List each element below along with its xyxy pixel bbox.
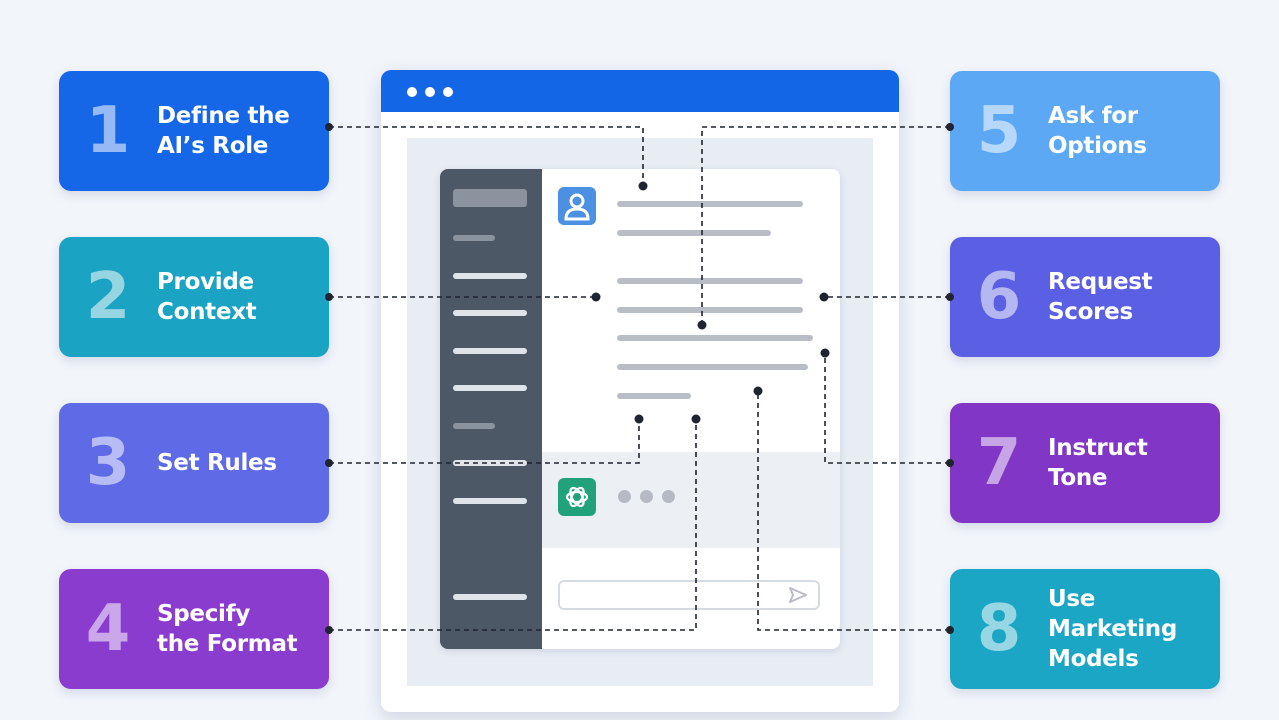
window-dot-icon [425, 87, 435, 97]
step-card-2: 2 Provide Context [59, 237, 329, 357]
connector-dot [819, 292, 829, 302]
step-label: Set Rules [157, 450, 277, 476]
connector-dot [638, 181, 648, 191]
chat-app [440, 169, 840, 649]
step-label: Use Marketing Models [1048, 586, 1178, 672]
connector-dot [946, 459, 954, 467]
step-label: Provide Context [157, 269, 257, 325]
step-number: 7 [976, 426, 1022, 500]
connector-step-3 [329, 419, 640, 464]
connector-step-7 [824, 353, 950, 464]
step-card-3: 3 Set Rules [59, 403, 329, 523]
sidebar-logo [453, 189, 527, 207]
connector-dot [691, 414, 701, 424]
sidebar-section-heading [453, 423, 495, 429]
step-number: 4 [85, 592, 131, 666]
sidebar-item[interactable] [453, 498, 527, 504]
connector-dot [946, 626, 954, 634]
connector-dot [325, 123, 333, 131]
typing-dot-icon [640, 490, 653, 503]
sidebar-item[interactable] [453, 594, 527, 600]
step-number: 5 [976, 94, 1022, 168]
connector-step-4 [329, 419, 697, 631]
step-number: 2 [85, 260, 131, 334]
message-line [617, 364, 808, 370]
step-label: Ask for Options [1048, 103, 1147, 159]
message-input[interactable] [558, 580, 820, 610]
message-line [617, 335, 813, 341]
send-arrow-icon[interactable] [788, 586, 808, 608]
connector-dot [325, 293, 333, 301]
connector-dot [634, 414, 644, 424]
message-line [617, 307, 803, 313]
step-number: 8 [976, 592, 1022, 666]
sidebar-item[interactable] [453, 460, 527, 466]
connector-dot [591, 292, 601, 302]
connector-dot [325, 626, 333, 634]
connector-step-5 [701, 126, 950, 325]
step-card-8: 8 Use Marketing Models [950, 569, 1220, 689]
step-label: Instruct Tone [1048, 435, 1148, 491]
connector-dot [325, 459, 333, 467]
step-number: 1 [85, 94, 131, 168]
connector-dot [820, 348, 830, 358]
step-card-5: 5 Ask for Options [950, 71, 1220, 191]
step-number: 3 [85, 426, 131, 500]
sidebar-item[interactable] [453, 385, 527, 391]
sidebar-item[interactable] [453, 273, 527, 279]
connector-step-1 [329, 126, 644, 186]
window-dot-icon [407, 87, 417, 97]
step-label: Define the AI’s Role [157, 103, 290, 159]
window-titlebar [381, 70, 899, 112]
typing-dot-icon [662, 490, 675, 503]
window-dot-icon [443, 87, 453, 97]
sidebar-item[interactable] [453, 348, 527, 354]
message-line [617, 230, 771, 236]
connector-dot [753, 386, 763, 396]
step-number: 6 [976, 260, 1022, 334]
message-line [617, 201, 803, 207]
step-label: Request Scores [1048, 269, 1153, 325]
step-card-1: 1 Define the AI’s Role [59, 71, 329, 191]
step-card-7: 7 Instruct Tone [950, 403, 1220, 523]
step-label: Specify the Format [157, 601, 298, 657]
sidebar-item[interactable] [453, 310, 527, 316]
message-line [617, 393, 691, 399]
connector-step-8 [757, 391, 950, 631]
chat-sidebar [440, 169, 542, 649]
sidebar-section-heading [453, 235, 495, 241]
connector-dot [697, 320, 707, 330]
user-avatar-icon [558, 187, 596, 225]
ai-assistant-icon [558, 478, 596, 516]
message-line [617, 278, 803, 284]
step-card-6: 6 Request Scores [950, 237, 1220, 357]
step-card-4: 4 Specify the Format [59, 569, 329, 689]
connector-dot [946, 123, 954, 131]
typing-dot-icon [618, 490, 631, 503]
connector-dot [946, 293, 954, 301]
